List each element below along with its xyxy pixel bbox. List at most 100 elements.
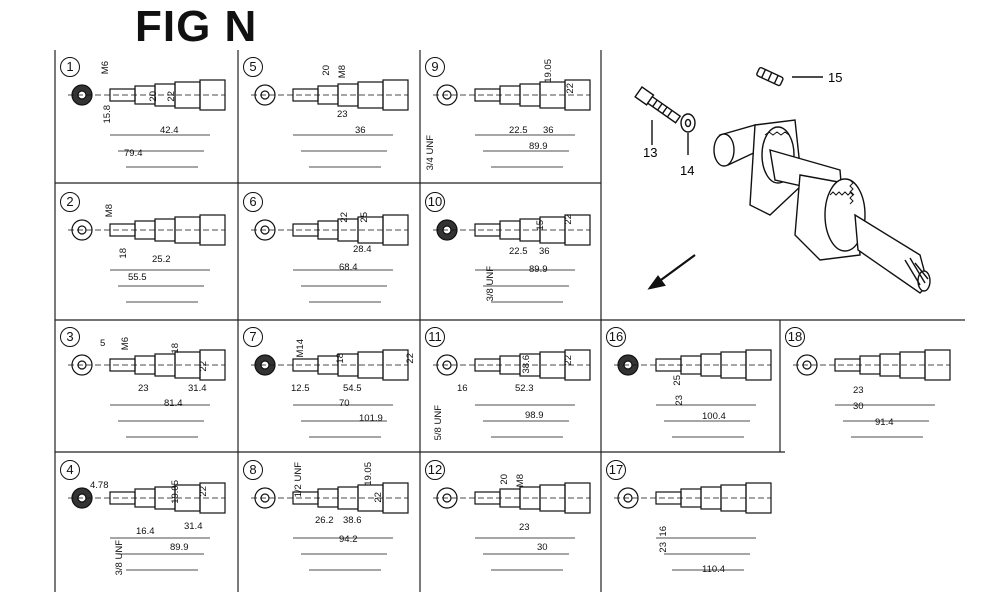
detail-number: 17 (606, 460, 626, 480)
dimension-label: 38.6 (521, 355, 532, 374)
shaft-drawing (251, 349, 409, 438)
dimension-label: 3/8 UNF (485, 266, 496, 302)
dimension-label: 22.5 (509, 246, 528, 257)
dimension-label: M6 (100, 61, 111, 75)
detail-number: 12 (425, 460, 445, 480)
key-part-15 (756, 66, 784, 87)
detail-number: 16 (606, 327, 626, 347)
crankshaft-body (713, 119, 931, 294)
dimension-label: 16 (658, 526, 669, 537)
dimension-label: 25 (359, 212, 370, 223)
dimension-label: 101.9 (359, 413, 383, 424)
bolt-part-13 (634, 86, 682, 124)
dimension-label: 23 (853, 385, 864, 396)
dimension-label: 23 (658, 542, 669, 553)
dimension-label: 36 (539, 246, 550, 257)
detail-number: 2 (60, 192, 80, 212)
detail-number: 8 (243, 460, 263, 480)
dimension-label: 22 (405, 353, 416, 364)
dimension-label: M14 (295, 339, 306, 358)
dimension-label: 52.3 (515, 383, 534, 394)
detail-number: 4 (60, 460, 80, 480)
dimension-label: 5 (100, 338, 106, 349)
dimension-label: 16 (457, 383, 468, 394)
dimension-label: 22 (563, 355, 574, 366)
dimension-label: 22 (198, 486, 209, 497)
dimension-label: 12.5 (291, 383, 310, 394)
part-label-13: 13 (643, 145, 657, 160)
shaft-drawing (251, 482, 409, 571)
dimension-label: 30 (537, 542, 548, 553)
shaft-drawing (614, 349, 772, 438)
dimension-label: 89.9 (529, 264, 548, 275)
dimension-label: 15 (535, 220, 546, 231)
detail-number: 1 (60, 57, 80, 77)
dimension-label: 19.05 (543, 59, 554, 83)
dimension-label: M8 (104, 204, 115, 218)
dimension-label: 36 (355, 125, 366, 136)
dimension-label: M8 (515, 474, 526, 488)
dimension-label: 1/2 UNF (293, 462, 304, 498)
shaft-drawing (68, 482, 226, 571)
dimension-label: 23 (519, 522, 530, 533)
dimension-label: 20 (148, 91, 159, 102)
dimension-label: 19.05 (363, 462, 374, 486)
dimension-label: 100.4 (702, 411, 726, 422)
dimension-label: 55.5 (128, 272, 147, 283)
dimension-label: 4.78 (90, 480, 109, 491)
detail-number: 9 (425, 57, 445, 77)
detail-number: 11 (425, 327, 445, 347)
shaft-drawing (251, 214, 409, 303)
dimension-label: 36 (543, 125, 554, 136)
dimension-label: 23 (337, 109, 348, 120)
dimension-label: 70 (339, 398, 350, 409)
dimension-label: 31.4 (188, 383, 207, 394)
dimension-label: 89.9 (170, 542, 189, 553)
dimension-label: 26.2 (315, 515, 334, 526)
part-label-15: 15 (828, 70, 842, 85)
dimension-label: 18 (170, 343, 181, 354)
dimension-label: 31.4 (184, 521, 203, 532)
figure-title: FIG N (135, 2, 258, 51)
dimension-label: 42.4 (160, 125, 179, 136)
detail-number: 7 (243, 327, 263, 347)
detail-panel-18: 18 23 30 91.4 (785, 325, 955, 450)
dimension-label: 22.5 (509, 125, 528, 136)
dimension-label: 91.4 (875, 417, 894, 428)
shaft-drawing (793, 349, 951, 438)
dimension-label: 22 (565, 83, 576, 94)
shaft-drawing (68, 349, 226, 438)
dimension-label: 19.05 (170, 480, 181, 504)
dimension-label: 68.4 (339, 262, 358, 273)
dimension-label: 15.8 (102, 105, 113, 124)
detail-number: 18 (785, 327, 805, 347)
dimension-label: 23 (674, 395, 685, 406)
shaft-drawing (433, 79, 591, 168)
shaft-drawing (251, 79, 409, 168)
shaft-drawing (68, 214, 226, 303)
dimension-label: 30 (853, 401, 864, 412)
dimension-label: 79.4 (124, 148, 143, 159)
shaft-drawing (614, 482, 772, 571)
detail-panel-17: 17 16 23 110.4 (606, 458, 776, 583)
shaft-drawing (433, 482, 591, 571)
dimension-label: 5/8 UNF (433, 405, 444, 441)
dimension-label: 18 (335, 353, 346, 364)
dimension-label: 110.4 (702, 564, 726, 575)
dimension-label: 18 (118, 248, 129, 259)
dimension-label: 22 (563, 214, 574, 225)
dimension-label: 20 (499, 474, 510, 485)
dimension-label: 81.4 (164, 398, 183, 409)
shaft-drawing (433, 349, 591, 438)
